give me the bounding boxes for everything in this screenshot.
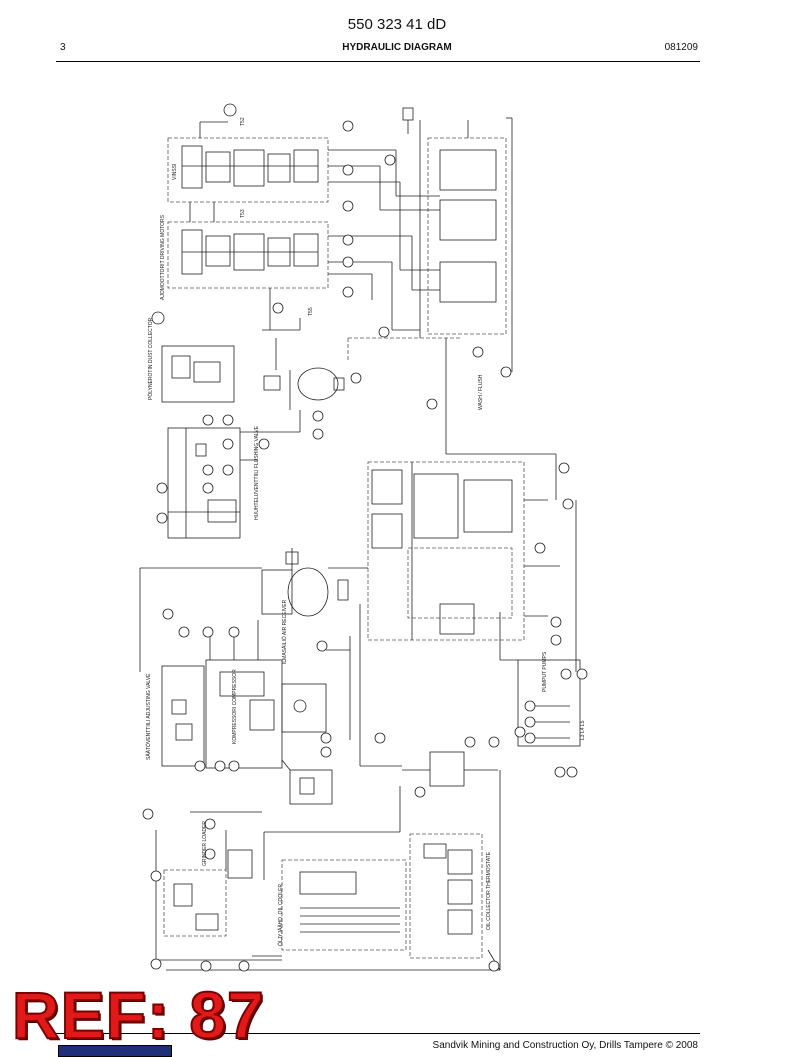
oil-collector-thermostat [409, 833, 483, 959]
oil-cooler [281, 859, 407, 951]
pumps [517, 659, 581, 747]
section-title: HYDRAULIC DIAGRAM [342, 42, 452, 53]
flush-valve-small [402, 751, 498, 787]
label-oil-collector: OIL COLLECTOR THERMOSTATE [486, 851, 492, 930]
footer-rule [56, 1033, 700, 1034]
flushing-valve [167, 427, 241, 539]
label-dust-collector: PÖLYNEROTIN DUST COLLECTOR [147, 317, 154, 400]
air-receiver [261, 548, 349, 617]
label-t53: T53 [240, 209, 246, 218]
ref-stamp: REF: 87 [11, 978, 265, 1052]
winch-motor-block [167, 121, 329, 203]
separator-tank [263, 367, 345, 410]
label-air-receiver: ILMASÄILIÖ AIR RECEIVER [281, 599, 288, 664]
control-valve-bank [402, 107, 513, 372]
label-flushing-valve: HUUHTELUVENTTIILI FLUSHING VALVE [254, 425, 260, 520]
label-driving-motors: AJOMOOTTORIT DRIVING MOTORS [160, 214, 166, 300]
label-pump-ports: L3 L4 L5 [580, 720, 586, 740]
footer-copyright: Sandvik Mining and Construction Oy, Dril… [432, 1040, 698, 1051]
center-manifold [367, 461, 560, 641]
label-t55: T55 [308, 307, 314, 316]
adjusting-valve [161, 665, 205, 767]
page-number: 3 [60, 42, 66, 53]
label-adjusting-valve: SÄÄTÖVENTTIILI ADJUSTING VALVE [145, 673, 152, 760]
label-grinder-loader: GRINDER LOADER [202, 821, 208, 866]
header-rule [56, 61, 700, 62]
label-unit-1: VINSSI [172, 164, 178, 180]
label-t52: T52 [240, 117, 246, 126]
label-pumps: PUMPUT PUMPS [542, 651, 548, 692]
reference-callouts [142, 103, 588, 972]
label-oil-cooler: ÖLJYJÄÄHD. OIL COOLER [277, 884, 284, 946]
grinder-loader [163, 849, 253, 937]
document-number: 550 323 41 dD [347, 16, 447, 33]
oil-filter-unit [289, 769, 333, 805]
dust-collector [161, 345, 235, 403]
label-compressor: KOMPRESSORI COMPRESSOR [232, 669, 238, 744]
compressor [205, 659, 327, 769]
label-wash-flush: WASH / FLUSH [478, 374, 484, 410]
document-date: 081209 [664, 42, 698, 53]
component-labels: VINSSI T52 T53 AJOMOOTTORIT DRIVING MOTO… [145, 117, 586, 946]
driving-motors-block [167, 221, 329, 289]
sandvik-logo [58, 1045, 172, 1057]
